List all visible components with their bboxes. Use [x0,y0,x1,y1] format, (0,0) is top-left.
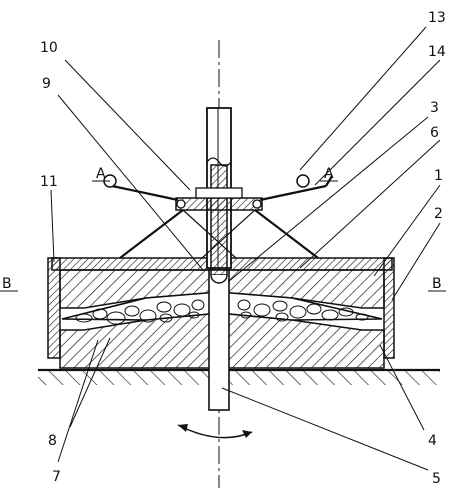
callout-9: 9 [42,76,51,92]
cross-bar [175,187,263,211]
rotation-arrow [177,424,253,439]
rotating-shaft [208,269,230,411]
callout-14: 14 [428,44,446,60]
callout-3: 3 [430,100,439,116]
section-mark-a-right: A [324,166,334,182]
right-side-wall [383,257,395,359]
callout-11: 11 [40,174,58,190]
callout-labels: 10 9 13 14 3 6 1 2 11 8 7 4 5 [40,10,446,487]
granular-fill [75,299,369,325]
callout-13: 13 [428,10,446,26]
left-side-wall [47,257,61,359]
right-arm [201,174,333,259]
callout-1: 1 [434,168,443,184]
callout-10: 10 [40,40,58,56]
section-mark-a-left: A [96,166,106,182]
callout-5: 5 [432,471,441,487]
inner-rod [210,164,228,284]
section-marks: A A B B [0,166,446,292]
section-mark-b-right: B [432,276,442,292]
section-mark-b-left: B [2,276,12,292]
callout-2: 2 [434,206,443,222]
left-arm [103,174,237,259]
callout-8: 8 [48,433,57,449]
callout-7: 7 [52,469,61,485]
leader-lines [50,26,441,471]
ground-surface [38,368,440,385]
callout-4: 4 [428,433,437,449]
callout-6: 6 [430,125,439,141]
